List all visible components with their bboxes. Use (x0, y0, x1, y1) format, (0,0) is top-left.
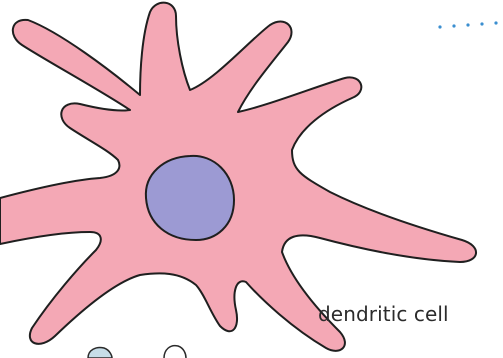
dotted-leader-line (438, 21, 497, 28)
leader-dot (494, 21, 497, 24)
cell-body (0, 3, 476, 351)
neighbor-fragment (88, 347, 112, 358)
leader-dot (452, 24, 455, 27)
neighbor-fragment (164, 346, 186, 358)
leader-dot (438, 25, 441, 28)
leader-dot (466, 23, 469, 26)
cell-label: dendritic cell (318, 302, 449, 326)
leader-dot (480, 22, 483, 25)
cell-nucleus (146, 156, 234, 240)
